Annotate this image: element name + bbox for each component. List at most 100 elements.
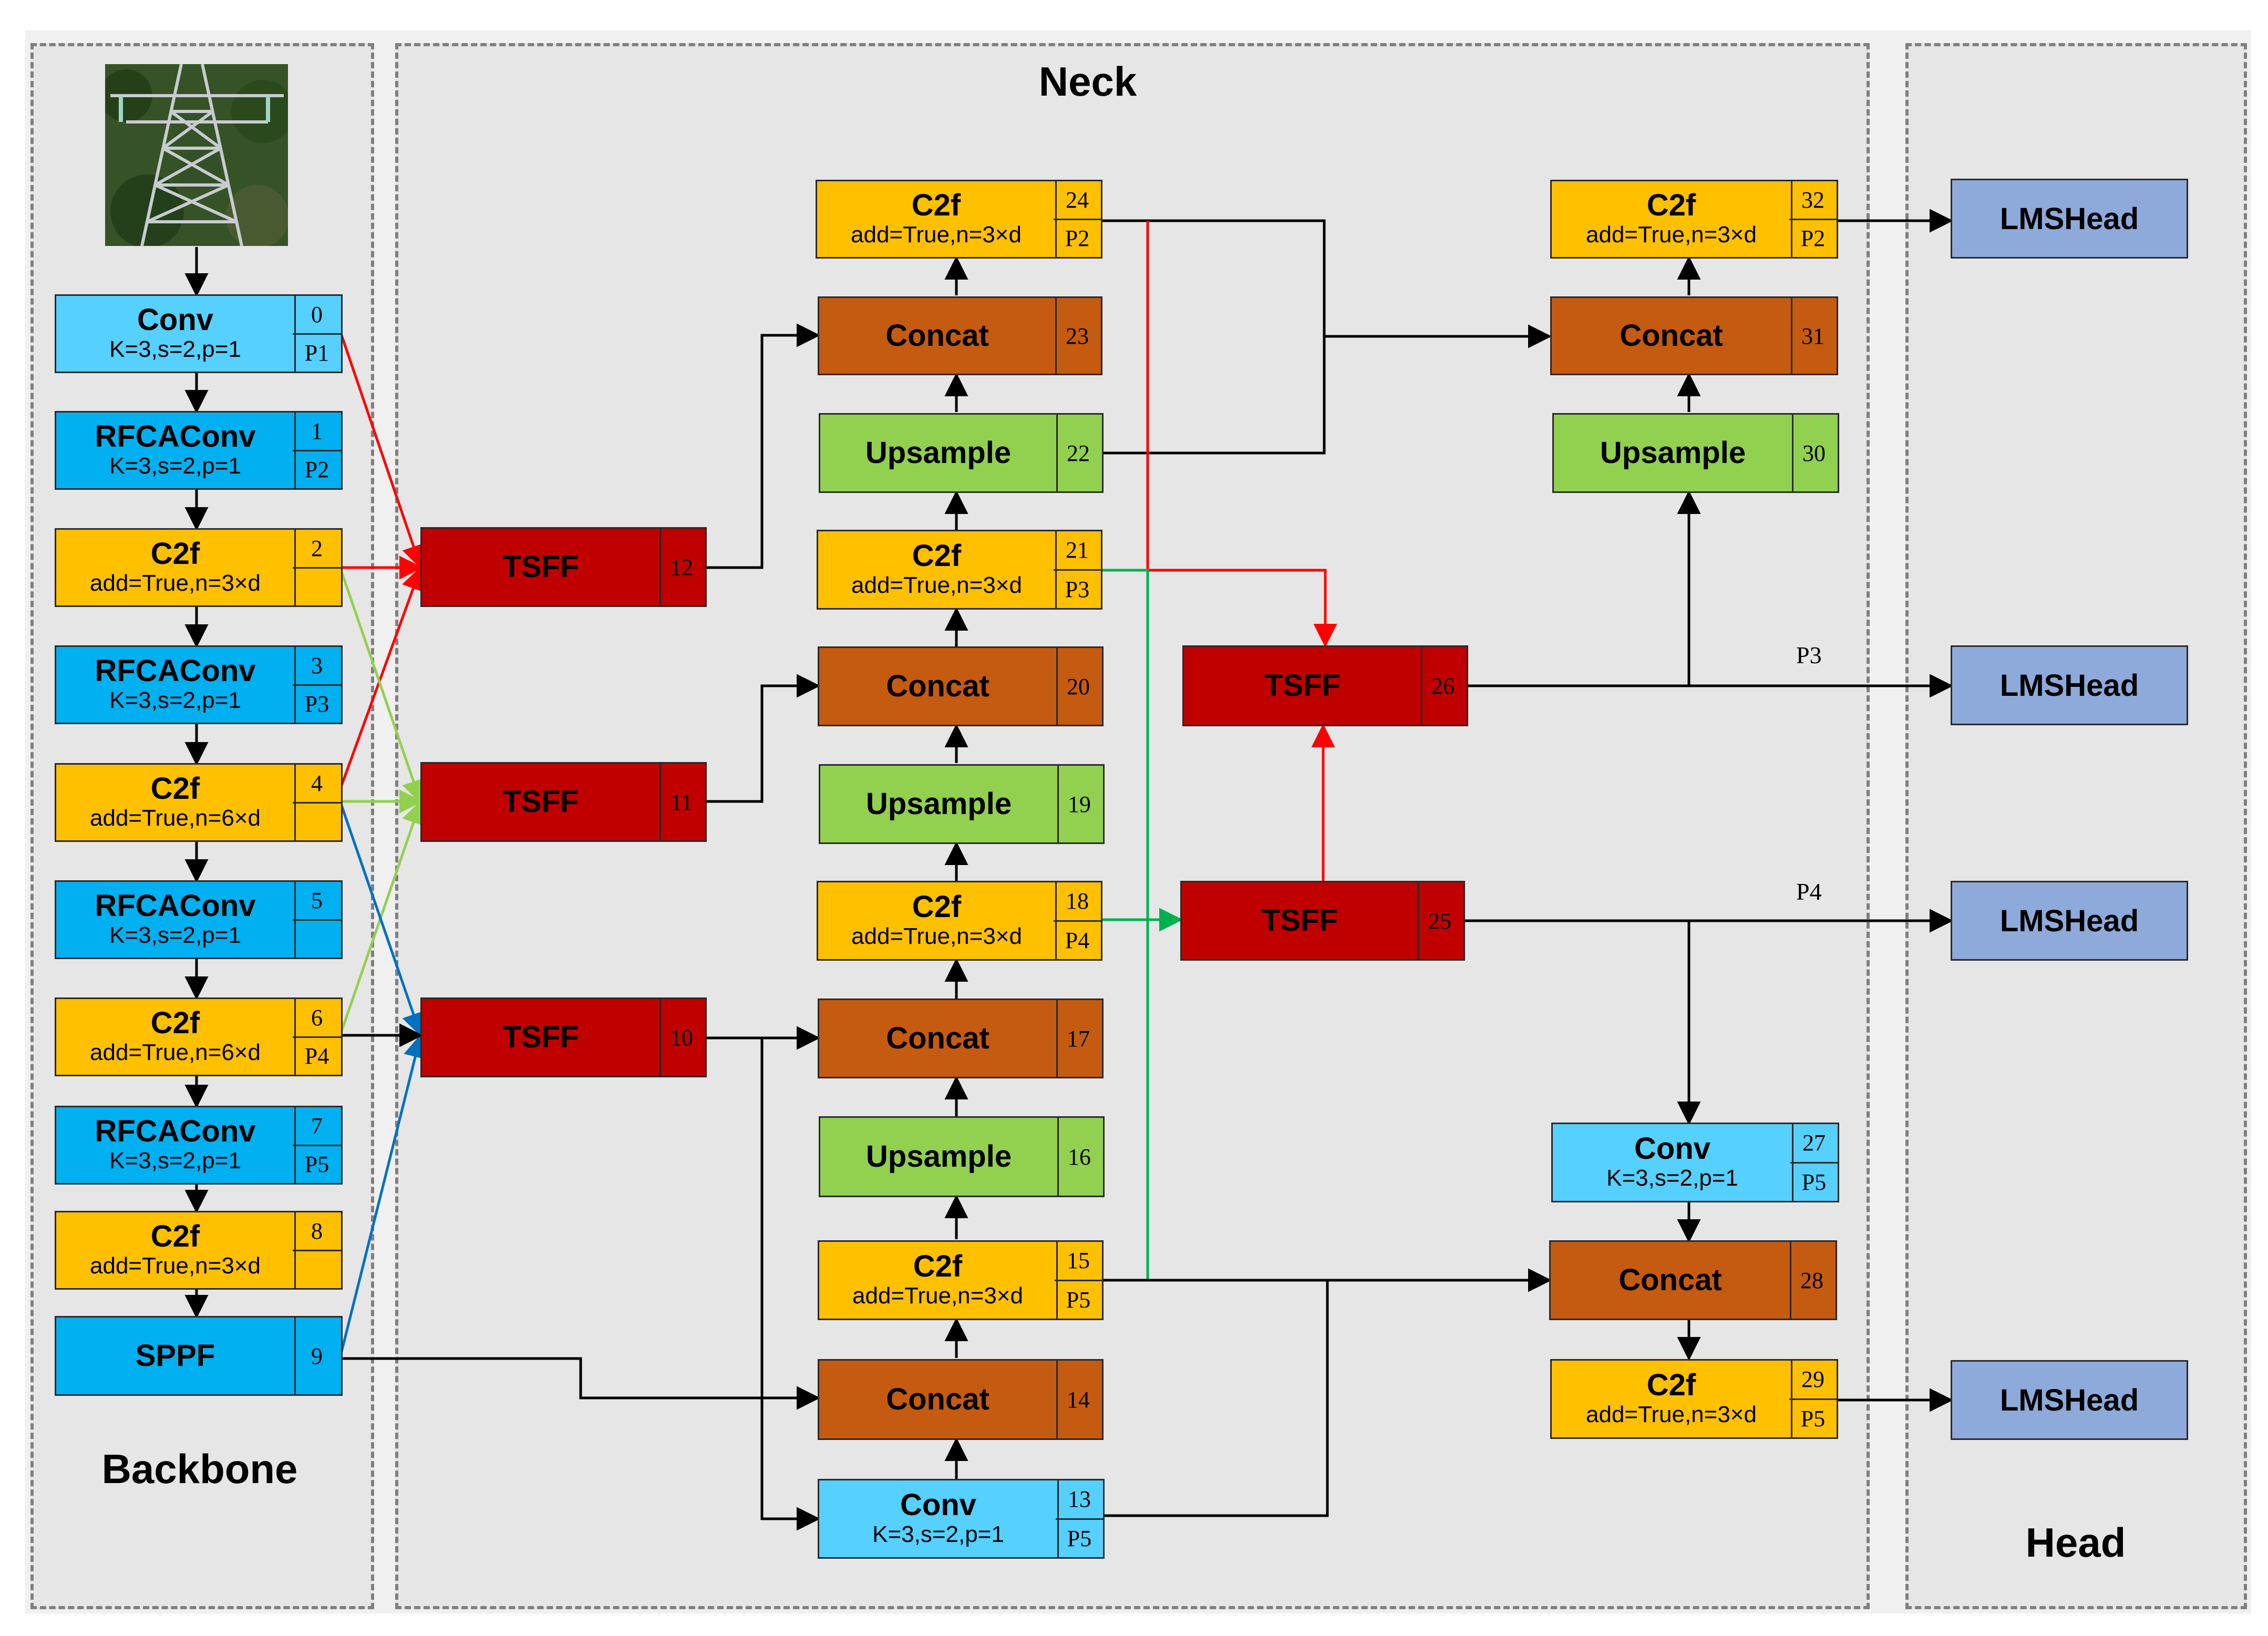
block-index: 13 xyxy=(1056,1480,1103,1520)
block-name: C2f xyxy=(150,771,200,806)
block-params: K=3,s=2,p=1 xyxy=(1606,1165,1738,1191)
transmission-tower-photo-icon xyxy=(105,64,288,246)
block-index: 15 xyxy=(1055,1242,1102,1281)
lmshead-p4: LMSHead xyxy=(1951,881,2188,961)
block-params: add=True,n=3×d xyxy=(852,1283,1023,1309)
block-tag xyxy=(293,1251,341,1289)
arrow-21-25 xyxy=(1102,569,1149,1282)
block-params: K=3,s=2,p=1 xyxy=(109,922,241,949)
block-index: 9 xyxy=(311,1343,323,1369)
block-tag: P3 xyxy=(304,691,329,717)
block-name: TSFF xyxy=(1262,903,1338,938)
edge-label-p3: P3 xyxy=(1796,642,1822,668)
block-name: Concat xyxy=(885,318,989,353)
block-name: Concat xyxy=(886,668,989,703)
arrow-9-14 xyxy=(341,1357,820,1410)
block-name: C2f xyxy=(912,539,962,573)
block-params: K=3,s=2,p=1 xyxy=(109,687,241,714)
block-index: 14 xyxy=(1067,1386,1090,1413)
arrow-2-11 xyxy=(339,568,425,804)
block-name: SPPF xyxy=(135,1338,215,1373)
block-params: add=True,n=3×d xyxy=(851,572,1022,599)
block-name: Upsample xyxy=(1600,435,1746,470)
block-12-tsff: TSFF 12 xyxy=(420,527,707,607)
arrow-24-26 xyxy=(1146,221,1337,647)
block-index: 32 xyxy=(1789,181,1837,220)
block-26-tsff: TSFF 26 xyxy=(1182,645,1468,726)
block-19-upsample: Upsample 19 xyxy=(819,764,1105,844)
block-index: 5 xyxy=(293,882,341,921)
block-tag: P5 xyxy=(1800,1405,1826,1432)
block-index: 3 xyxy=(293,647,341,686)
block-17-concat: Concat 17 xyxy=(818,999,1104,1078)
block-name: RFCAConv xyxy=(95,889,256,923)
block-name: C2f xyxy=(150,537,200,571)
block-tag: P5 xyxy=(1067,1525,1092,1551)
block-tag: P5 xyxy=(1066,1287,1091,1313)
block-index: 10 xyxy=(670,1024,693,1051)
block-name: Conv xyxy=(137,303,213,337)
block-23-concat: Concat 23 xyxy=(818,296,1102,375)
block-tag: P2 xyxy=(304,457,329,483)
block-name: RFCAConv xyxy=(95,654,256,688)
edge-label-p4: P4 xyxy=(1796,878,1822,905)
block-16-upsample: Upsample 16 xyxy=(819,1116,1105,1197)
block-params: K=3,s=2,p=1 xyxy=(872,1521,1004,1548)
block-params: K=3,s=2,p=1 xyxy=(109,453,241,479)
block-11-tsff: TSFF 11 xyxy=(420,762,707,842)
block-index: 18 xyxy=(1054,882,1101,922)
block-tag xyxy=(293,921,341,958)
block-name: Concat xyxy=(886,1382,989,1416)
block-name: TSFF xyxy=(502,1020,579,1054)
block-tag: P4 xyxy=(1065,927,1090,953)
block-index: 16 xyxy=(1068,1144,1091,1170)
block-index: 1 xyxy=(293,413,341,451)
arrow-22-31 xyxy=(1104,336,1326,455)
block-index: 23 xyxy=(1066,323,1089,349)
block-index: 31 xyxy=(1801,323,1824,349)
block-name: RFCAConv xyxy=(95,419,256,454)
arrow-4-10 xyxy=(339,802,425,1037)
arrow-11-20 xyxy=(707,674,820,803)
block-index: 30 xyxy=(1802,440,1826,466)
block-index: 7 xyxy=(293,1107,341,1146)
arrow-10-13 xyxy=(746,1036,820,1531)
block-name: C2f xyxy=(912,890,962,924)
block-index: 25 xyxy=(1428,908,1451,934)
lmshead-p5: LMSHead xyxy=(1951,1360,2188,1440)
block-index: 29 xyxy=(1789,1361,1837,1400)
block-params: add=True,n=6×d xyxy=(90,805,261,831)
block-name: TSFF xyxy=(1264,668,1341,703)
block-9-sppf: SPPF 9 xyxy=(55,1316,343,1396)
block-name: C2f xyxy=(911,188,961,223)
arrow-24-31 xyxy=(1102,219,1326,336)
block-index: 24 xyxy=(1054,181,1101,220)
block-index: 2 xyxy=(293,530,341,569)
block-tag xyxy=(293,569,341,606)
arrow-9-10 xyxy=(339,1034,427,1356)
block-name: C2f xyxy=(150,1006,200,1041)
block-name: Concat xyxy=(1618,1262,1722,1297)
block-name: TSFF xyxy=(502,549,579,584)
head-section xyxy=(1905,43,2247,1609)
block-30-upsample: Upsample 30 xyxy=(1552,413,1839,493)
block-name: Upsample xyxy=(865,1139,1012,1174)
block-index: 4 xyxy=(293,765,341,804)
block-name: C2f xyxy=(1646,188,1696,223)
block-tag xyxy=(293,804,341,841)
block-params: K=3,s=2,p=1 xyxy=(109,336,241,363)
neck-title: Neck xyxy=(1038,58,1137,105)
block-params: add=True,n=3×d xyxy=(90,1253,261,1279)
